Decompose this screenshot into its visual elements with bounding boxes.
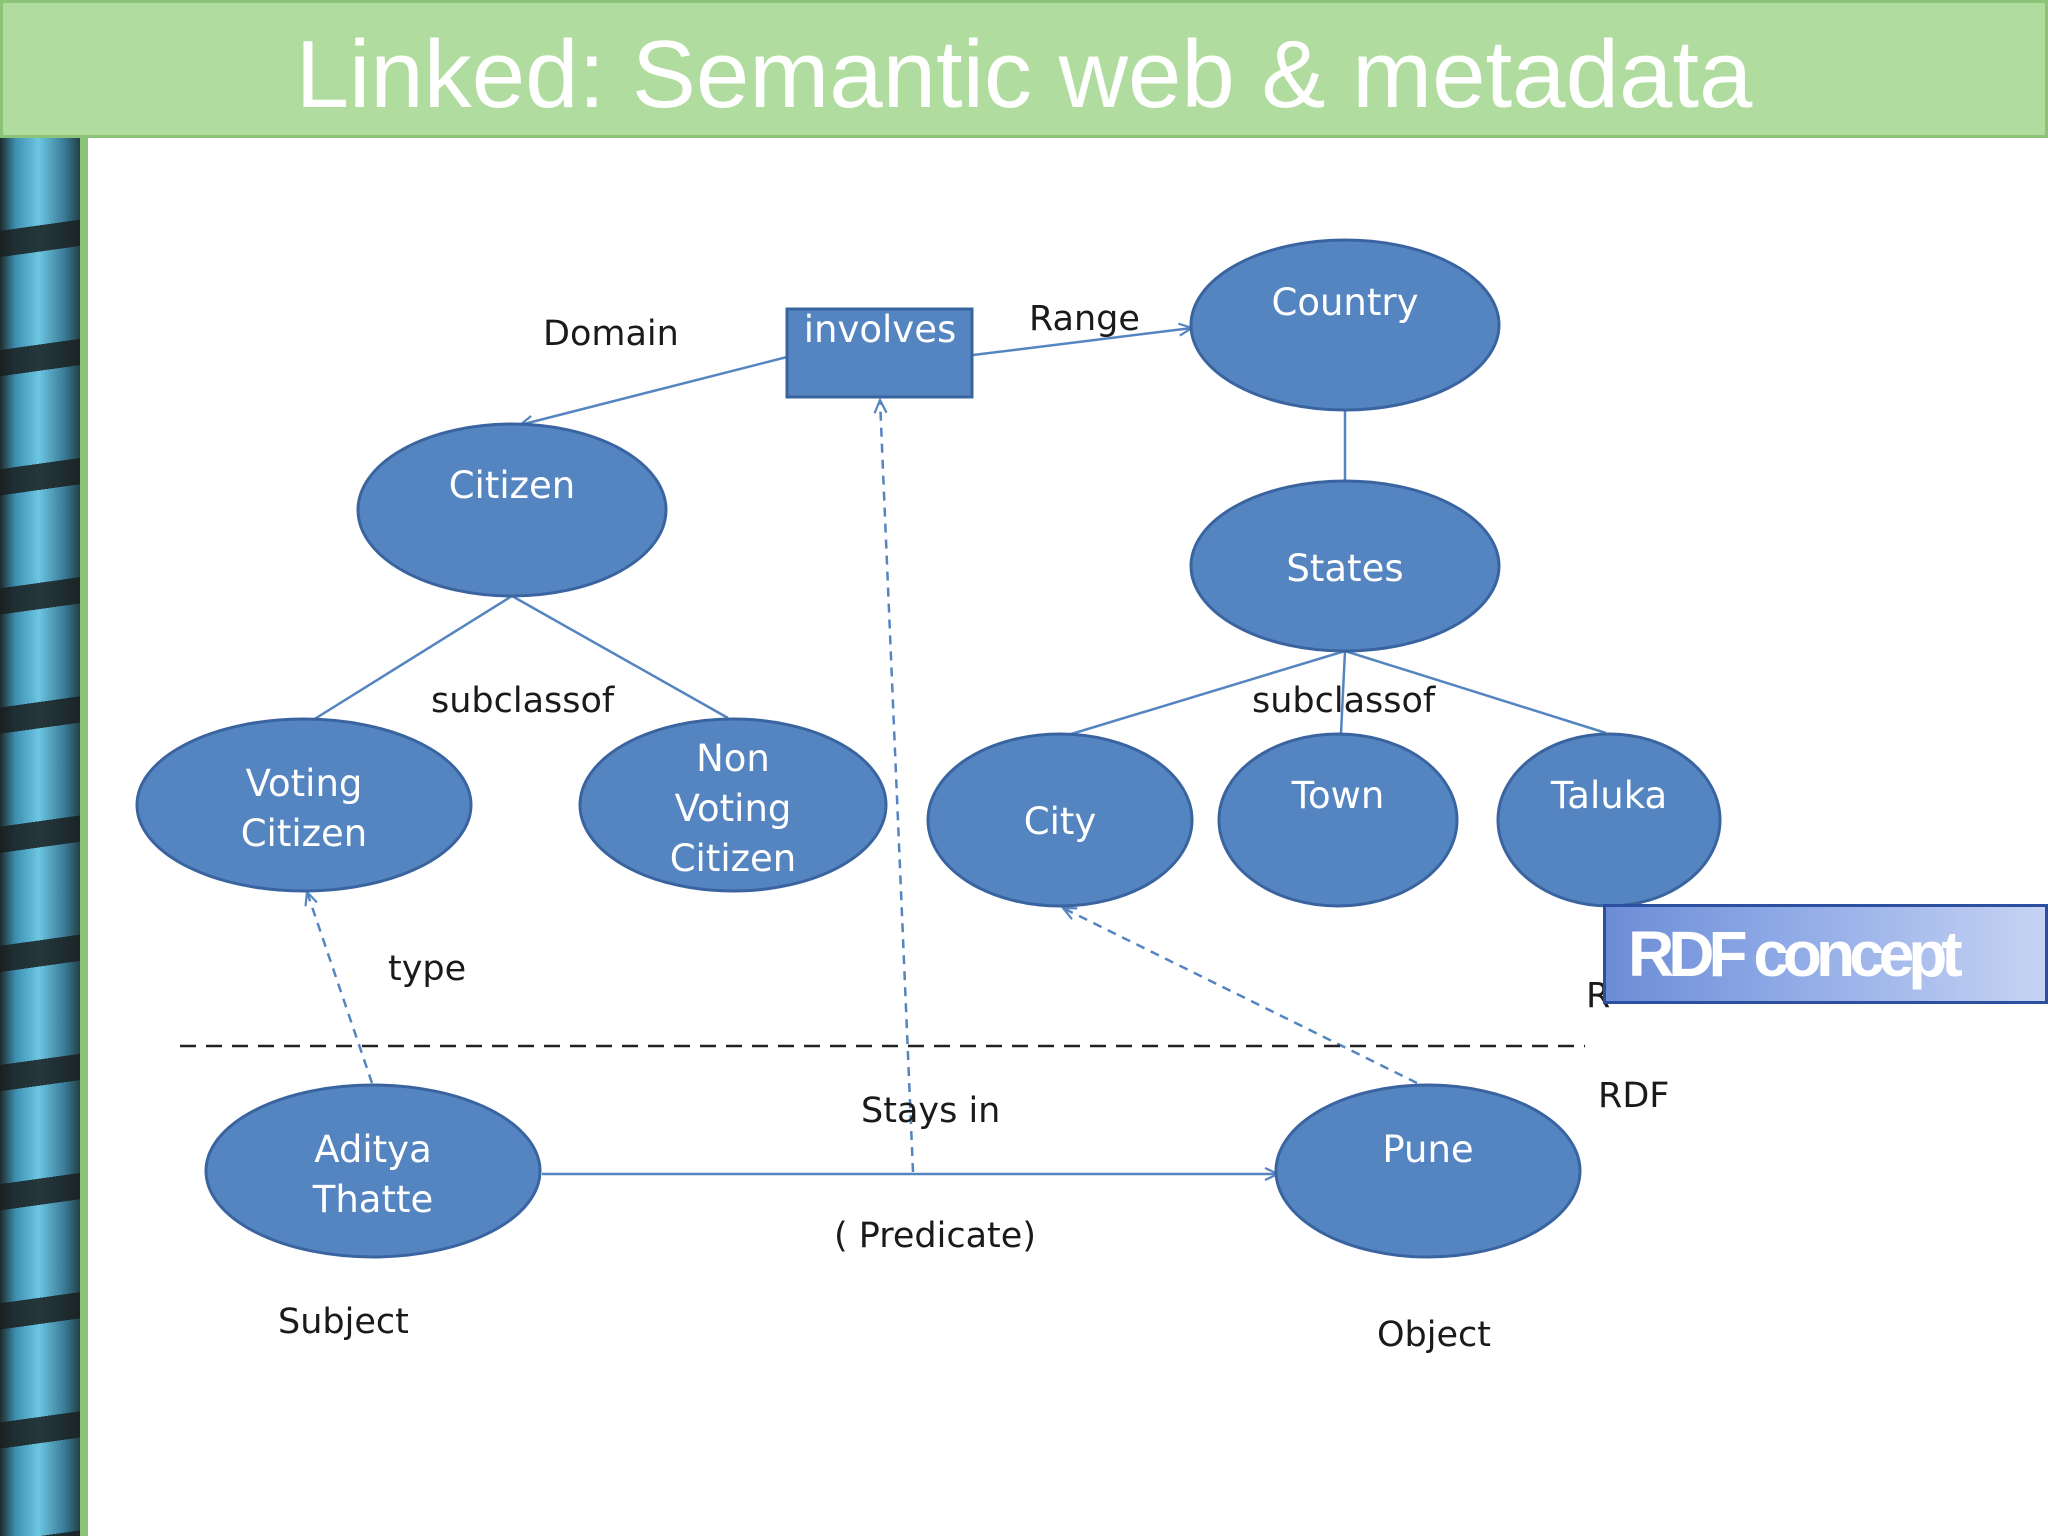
range-edge (972, 328, 1192, 357)
svg-text:City: City (1024, 800, 1097, 843)
town-label: Town (1291, 774, 1385, 817)
states-taluka-edge (1344, 649, 1607, 735)
country-node (1189, 238, 1501, 412)
svg-text:subclassof: subclassof (431, 681, 615, 721)
subclassof-right-label: subclassof (1252, 681, 1436, 721)
svg-text:Thatte: Thatte (312, 1178, 434, 1221)
svg-text:Town: Town (1291, 774, 1385, 817)
taluka-label: Taluka (1550, 774, 1667, 817)
svg-text:Citizen: Citizen (241, 812, 368, 855)
object-label: Object (1377, 1315, 1491, 1355)
involves-label: involves (804, 308, 956, 351)
svg-text:Range: Range (1029, 299, 1140, 339)
voting-citizen-label-1: Voting (246, 762, 363, 805)
domain-label: Domain (543, 314, 679, 354)
city-label: City (1024, 800, 1097, 843)
svg-text:Pune: Pune (1382, 1128, 1473, 1171)
taluka-node (1496, 732, 1722, 908)
states-node (1189, 479, 1501, 653)
subject-label: Subject (278, 1302, 409, 1342)
svg-text:Voting: Voting (675, 787, 792, 830)
subclassof-left-label: subclassof (431, 681, 615, 721)
city-node (926, 732, 1194, 908)
svg-text:Stays in: Stays in (861, 1091, 1000, 1131)
voting-citizen-label-2: Citizen (241, 812, 368, 855)
svg-text:Domain: Domain (543, 314, 679, 354)
non-voting-citizen-node (578, 717, 888, 893)
citizen-voting-edge (312, 594, 513, 722)
svg-text:subclassof: subclassof (1252, 681, 1436, 721)
svg-text:Voting: Voting (246, 762, 363, 805)
rdf-concept-overlay: RDF concept (1603, 904, 2048, 1004)
slide-title: Linked: Semantic web & metadata (295, 21, 1753, 128)
domain-edge (520, 355, 788, 425)
pune-city-edge (1063, 908, 1418, 1085)
predicate-link-edge (880, 400, 915, 1173)
aditya-thatte-node (204, 1083, 542, 1259)
svg-text:Taluka: Taluka (1550, 774, 1667, 817)
svg-text:Non: Non (696, 737, 770, 780)
voting-citizen-node (135, 717, 473, 893)
svg-text:RDF: RDF (1598, 1076, 1669, 1116)
svg-text:Subject: Subject (278, 1302, 409, 1342)
predicate-label: ( Predicate) (834, 1216, 1036, 1256)
svg-text:type: type (388, 949, 466, 989)
pune-node (1274, 1083, 1582, 1259)
involves-node (785, 307, 974, 399)
stays-in-label: Stays in (861, 1091, 1000, 1131)
citizen-nonvoting-edge (511, 594, 729, 720)
non-voting-citizen-label-2: Voting (675, 787, 792, 830)
svg-text:States: States (1286, 547, 1403, 590)
type-label: type (388, 949, 466, 989)
svg-text:( Predicate): ( Predicate) (834, 1216, 1036, 1256)
states-label: States (1286, 547, 1403, 590)
svg-text:Country: Country (1272, 281, 1419, 324)
states-town-edge (1339, 650, 1347, 734)
side-photo-strip (0, 138, 86, 1536)
states-city-edge (1067, 649, 1346, 737)
svg-text:Citizen: Citizen (449, 464, 576, 507)
town-node (1217, 732, 1459, 908)
svg-text:Citizen: Citizen (670, 837, 797, 880)
type-edge (307, 892, 374, 1084)
pune-label: Pune (1382, 1128, 1473, 1171)
non-voting-citizen-label-1: Non (696, 737, 770, 780)
citizen-node (356, 422, 668, 598)
svg-text:Object: Object (1377, 1315, 1491, 1355)
citizen-label: Citizen (449, 464, 576, 507)
rdf-concept-label: RDF concept (1628, 918, 1963, 990)
country-label: Country (1272, 281, 1419, 324)
non-voting-citizen-label-3: Citizen (670, 837, 797, 880)
range-label: Range (1029, 299, 1140, 339)
aditya-thatte-label-2: Thatte (312, 1178, 434, 1221)
aditya-thatte-label-1: Aditya (314, 1128, 432, 1171)
title-bar (0, 0, 2048, 138)
side-strip-border (80, 138, 88, 1536)
rdf-label: RDF (1598, 1076, 1669, 1116)
svg-text:involves: involves (804, 308, 956, 351)
svg-text:Aditya: Aditya (314, 1128, 432, 1171)
